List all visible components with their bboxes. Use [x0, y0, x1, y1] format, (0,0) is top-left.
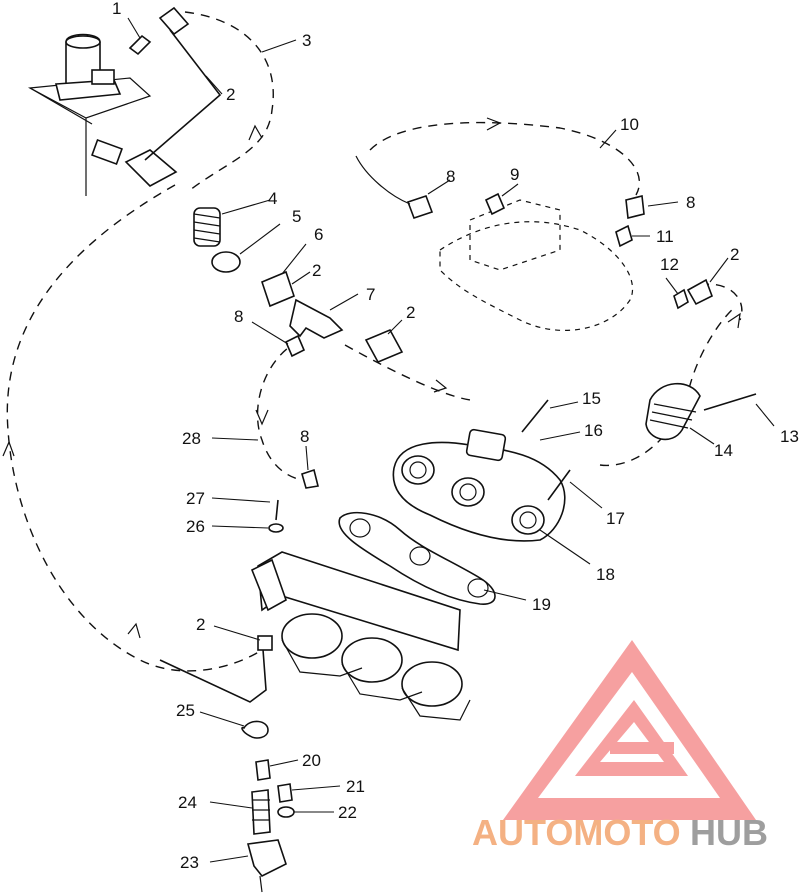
hose-large-loop — [6, 184, 263, 672]
arrowhead-3 — [248, 124, 263, 141]
arrowhead-left — [2, 440, 15, 457]
spring-4 — [193, 207, 221, 247]
callout-c4: 4 — [268, 189, 277, 208]
housing-23 — [246, 839, 287, 878]
callout-c2e: 2 — [196, 615, 205, 634]
watermark-logo — [503, 640, 756, 820]
arrowhead-lower — [127, 622, 141, 639]
callout-c27: 27 — [186, 489, 205, 508]
callout-c16: 16 — [584, 421, 603, 440]
callout-c10: 10 — [620, 115, 639, 134]
gasket-25 — [241, 720, 269, 739]
callout-c8d: 8 — [300, 427, 309, 446]
callout-c26: 26 — [186, 517, 205, 536]
callout-c11: 11 — [656, 227, 674, 246]
hose-lower-right — [599, 305, 737, 467]
callout-c13: 13 — [780, 427, 799, 446]
arrowhead-10 — [486, 117, 502, 131]
arrowhead-28 — [255, 409, 269, 426]
callout-c6: 6 — [314, 225, 323, 244]
callout-c2b: 2 — [312, 261, 321, 280]
lower-parts — [241, 720, 295, 893]
hose-3 — [184, 11, 274, 191]
callout-c20: 20 — [302, 751, 321, 770]
callout-c7: 7 — [366, 285, 375, 304]
callout-c24: 24 — [178, 793, 197, 812]
pump-housing — [27, 33, 152, 196]
callout-c23: 23 — [180, 853, 199, 872]
bolt-27 — [275, 499, 279, 521]
callout-c22: 22 — [338, 803, 357, 822]
hose-piece-2-lower — [159, 635, 267, 703]
callout-c12: 12 — [660, 255, 679, 274]
bolt-15 — [521, 399, 549, 433]
washer-22 — [277, 806, 295, 818]
arrowhead-manifold — [433, 379, 448, 393]
callout-c8a: 8 — [446, 167, 455, 186]
callout-c17: 17 — [606, 509, 625, 528]
watermark-text-part2: HUB — [690, 812, 768, 853]
fitting-8-left — [284, 334, 306, 358]
arrowhead-right — [727, 312, 741, 329]
sensor-20 — [255, 759, 271, 781]
hose-piece-2-right — [686, 278, 714, 306]
callout-c2d: 2 — [406, 303, 415, 322]
bellows-14 — [645, 382, 757, 441]
spring-24 — [251, 789, 271, 835]
bolts — [268, 399, 571, 533]
fitting-8-top — [406, 194, 434, 220]
fitting-11 — [615, 224, 633, 248]
callout-c14: 14 — [714, 441, 733, 460]
hose-10 — [369, 121, 641, 196]
washer-26 — [268, 523, 284, 533]
hose-piece-6 — [261, 270, 295, 308]
callout-c25: 25 — [176, 701, 195, 720]
callout-c28: 28 — [182, 429, 201, 448]
callout-c9: 9 — [510, 165, 519, 184]
callout-c15: 15 — [582, 389, 601, 408]
callout-c19: 19 — [532, 595, 551, 614]
exhaust-manifold — [392, 428, 566, 542]
clamp-13 — [703, 393, 757, 411]
bolt-17 — [547, 469, 571, 501]
callout-c5: 5 — [292, 207, 301, 226]
callout-c18: 18 — [596, 565, 615, 584]
coolant-hoses — [2, 11, 743, 672]
upper-fittings — [91, 6, 404, 364]
engine-case — [355, 155, 714, 331]
hose-to-manifold — [344, 344, 471, 401]
callout-c2c: 2 — [730, 245, 739, 264]
watermark-text-part1: AUTOMOTO — [472, 812, 681, 853]
fitting-8-right — [625, 195, 645, 219]
fitting-12 — [673, 288, 689, 310]
exhaust-gasket — [338, 511, 496, 605]
callout-c21: 21 — [346, 777, 365, 796]
clamp-5 — [211, 251, 241, 273]
hose-piece-2-mid — [364, 328, 404, 364]
tee-7 — [289, 298, 344, 339]
cylinder-head — [159, 551, 471, 721]
callout-c1: 1 — [112, 0, 121, 18]
callout-c3: 3 — [302, 31, 311, 50]
fitting-9 — [484, 192, 506, 216]
callout-c8c: 8 — [234, 307, 243, 326]
callout-c2a: 2 — [226, 85, 235, 104]
hose-28 — [256, 339, 303, 481]
callout-c8b: 8 — [686, 193, 695, 212]
fitting-21 — [277, 783, 293, 803]
leader-lines — [127, 17, 775, 863]
fitting-8-mid — [301, 468, 319, 489]
